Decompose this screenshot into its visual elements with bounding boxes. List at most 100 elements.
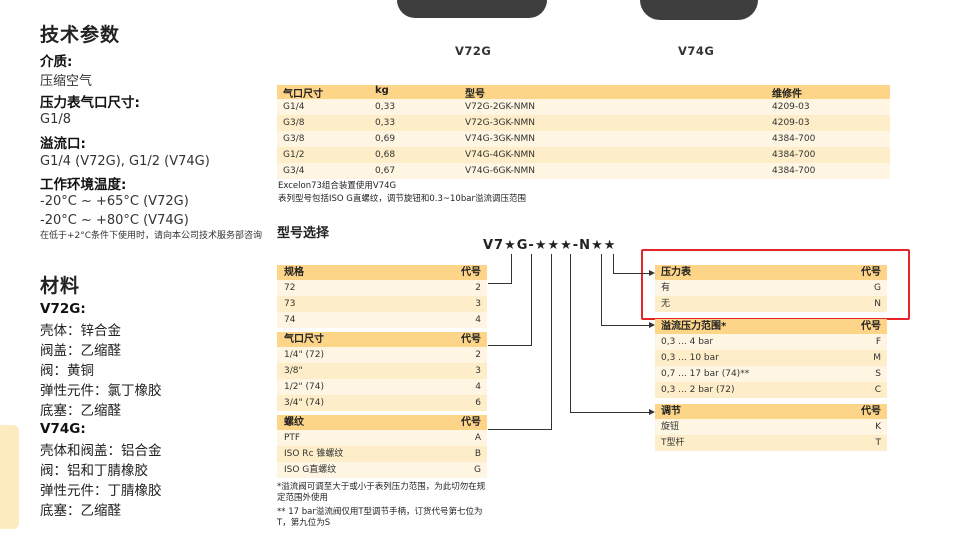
table-row: 0,3 ... 4 bar F <box>655 334 887 350</box>
cell: 无 <box>661 299 671 309</box>
header: 代号 <box>461 334 481 345</box>
medium-value: 压缩空气 <box>40 74 93 89</box>
cell: ISO G直螺纹 <box>284 465 337 475</box>
header: 压力表 <box>661 267 691 278</box>
cell: 3/8" <box>284 366 303 376</box>
cell: S <box>875 369 881 379</box>
cell: V74G-4GK-NMN <box>465 150 535 160</box>
material-item: 阀：铝和丁腈橡胶 <box>40 463 148 479</box>
connector-line <box>488 283 511 284</box>
material-item: 底塞：乙缩醛 <box>40 503 121 519</box>
adjustment-table: 调节 代号 旋钮 K T型杆 T <box>655 404 887 451</box>
cell: 3 <box>475 299 481 309</box>
cell: M <box>873 353 881 363</box>
cell: 2 <box>475 283 481 293</box>
header: 代号 <box>461 417 481 428</box>
header: 螺纹 <box>284 417 304 428</box>
cell: G <box>874 283 881 293</box>
temp-label: 工作环境温度: <box>40 177 127 193</box>
cell: T <box>875 438 882 448</box>
cell: A <box>474 433 481 443</box>
gauge-highlight-box <box>641 249 910 320</box>
v72g-material-list: 壳体：锌合金 阀盖：乙缩醛 阀：黄铜 弹性元件：氯丁橡胶 底塞：乙缩醛 <box>40 321 162 421</box>
connector-line <box>613 273 649 274</box>
cell: 有 <box>661 283 671 293</box>
table-row: G1/4 0,33 V72G-2GK-NMN 4209-03 <box>277 99 890 115</box>
cell: 旋钮 <box>661 422 680 432</box>
table-row: G3/4 0,67 V74G-6GK-NMN 4384-700 <box>277 163 890 179</box>
cell: 0,69 <box>375 134 396 144</box>
cell: 4384-700 <box>772 134 816 144</box>
table-row: ISO Rc 锥螺纹 B <box>277 446 487 462</box>
models-table: 气口尺寸 kg 型号 维修件 G1/4 0,33 V72G-2GK-NMN 42… <box>277 85 890 179</box>
table-row: G3/8 0,33 V72G-3GK-NMN 4209-03 <box>277 115 890 131</box>
cell: 3 <box>475 366 481 376</box>
cell: 1/4" (72) <box>284 350 324 360</box>
connector-line <box>570 412 649 413</box>
adjust-table-header: 调节 代号 <box>655 404 887 419</box>
connector-line <box>551 254 552 430</box>
v72g-product-image <box>397 0 547 18</box>
connector-line <box>601 254 602 326</box>
models-note-1: Excelon73组合装置使用V74G <box>278 181 397 191</box>
table-row: 无 N <box>655 296 887 312</box>
size-table-header: 规格 代号 <box>277 265 487 280</box>
side-tab[interactable] <box>0 425 19 529</box>
table-row: 0,3 ... 2 bar (72) C <box>655 382 887 398</box>
table-row: T型杆 T <box>655 435 887 451</box>
thread-table-header: 螺纹 代号 <box>277 415 487 430</box>
cell: K <box>875 422 881 432</box>
cell: 73 <box>284 299 296 309</box>
table-row: ISO G直螺纹 G <box>277 462 487 478</box>
cell: G3/4 <box>283 166 305 176</box>
size-table: 规格 代号 72 2 73 3 74 4 <box>277 265 487 328</box>
connector-line <box>488 345 531 346</box>
cell: T型杆 <box>661 438 685 448</box>
models-table-header: 气口尺寸 kg 型号 维修件 <box>277 85 890 100</box>
v74g-caption: V74G <box>678 44 715 58</box>
cell: 0,3 ... 2 bar (72) <box>661 385 735 395</box>
cell: 4 <box>475 315 481 325</box>
material-item: 阀：黄铜 <box>40 363 94 379</box>
table-row: 1/2" (74) 4 <box>277 379 487 395</box>
cell: G3/8 <box>283 134 305 144</box>
thread-table: 螺纹 代号 PTF A ISO Rc 锥螺纹 B ISO G直螺纹 G <box>277 415 487 478</box>
v74g-label: V74G: <box>40 421 86 437</box>
v72g-caption: V72G <box>455 44 492 58</box>
cell: 0,3 ... 4 bar <box>661 337 714 347</box>
arrow-icon <box>649 270 655 276</box>
model-code: V7★G-★★★-N★★ <box>483 238 617 253</box>
cell: 72 <box>284 283 296 293</box>
cell: G3/8 <box>283 118 305 128</box>
arrow-icon <box>649 322 655 328</box>
header: 气口尺寸 <box>284 334 324 345</box>
cell: 0,33 <box>375 118 396 128</box>
footnote-2: ** 17 bar溢流阀仅用T型调节手柄，订货代号第七位为T，第九位为S <box>277 507 483 528</box>
temp-note: 在低于+2°C条件下使用时，请向本公司技术服务部咨询 <box>40 231 263 241</box>
connector-line <box>488 429 551 430</box>
medium-label: 介质: <box>40 54 73 70</box>
header-port: 气口尺寸 <box>283 89 323 100</box>
material-item: 底塞：乙缩醛 <box>40 403 121 419</box>
header: 代号 <box>461 267 481 278</box>
port-size-table: 气口尺寸 代号 1/4" (72) 2 3/8" 3 1/2" (74) 4 3… <box>277 332 487 411</box>
cell: 4209-03 <box>772 118 810 128</box>
cell: 4209-03 <box>772 102 810 112</box>
v74g-product-image <box>640 0 758 20</box>
cell: 0,68 <box>375 150 396 160</box>
header: 代号 <box>861 267 881 278</box>
header-model: 型号 <box>465 89 485 100</box>
cell: N <box>874 299 881 309</box>
table-row: 0,7 ... 17 bar (74)** S <box>655 366 887 382</box>
header: 规格 <box>284 267 304 278</box>
v72g-label: V72G: <box>40 301 86 317</box>
cell: 0,3 ... 10 bar <box>661 353 719 363</box>
cell: 4 <box>475 382 481 392</box>
cell: PTF <box>284 433 301 443</box>
cell: 3/4" (74) <box>284 398 324 408</box>
connector-line <box>511 254 512 284</box>
table-row: 1/4" (72) 2 <box>277 347 487 363</box>
connector-line <box>613 254 614 274</box>
material-item: 壳体和阀盖：铝合金 <box>40 443 162 459</box>
temp-value-2: -20°C ~ +80°C (V74G) <box>40 213 189 228</box>
